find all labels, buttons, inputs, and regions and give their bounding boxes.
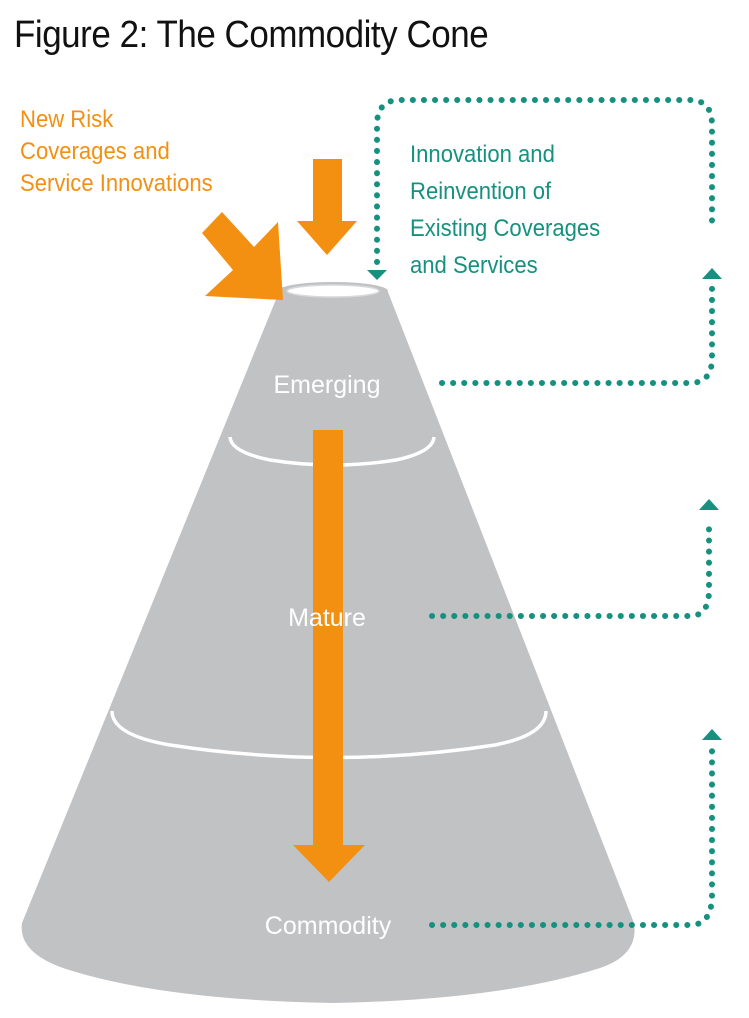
innovation-label-line: Innovation and — [410, 141, 555, 168]
feedback-path-mature — [429, 517, 712, 619]
stage-label-emerging: Emerging — [274, 371, 381, 399]
feedback-loop-top — [374, 97, 715, 265]
feedback-path-emerging — [439, 283, 715, 386]
stage-label-commodity: Commodity — [265, 912, 392, 940]
innovation-label-line: Reinvention of — [410, 178, 552, 205]
diagonal-input-arrow — [202, 212, 283, 300]
new-risk-label-line: Coverages and — [20, 138, 170, 165]
vertical-input-arrow — [297, 159, 357, 255]
arrowhead-up-icon — [699, 499, 719, 510]
new-risk-label: New Risk Coverages and Service Innovatio… — [20, 104, 213, 200]
arrowhead-up-icon — [702, 729, 722, 740]
arrowhead-up-icon — [702, 268, 722, 279]
innovation-label-line: Existing Coverages — [410, 215, 601, 242]
stage-label-mature: Mature — [288, 604, 366, 632]
cone-top-opening-rim — [286, 284, 380, 298]
feedback-path-commodity — [429, 745, 715, 928]
new-risk-label-line: New Risk — [20, 106, 114, 133]
innovation-label: Innovation and Reinvention of Existing C… — [410, 136, 600, 284]
figure-title: Figure 2: The Commodity Cone — [14, 14, 489, 56]
downward-flow-arrow — [293, 430, 365, 882]
innovation-label-line: and Services — [410, 252, 538, 279]
arrowhead-down-icon — [367, 270, 387, 280]
new-risk-label-line: Service Innovations — [20, 170, 213, 197]
